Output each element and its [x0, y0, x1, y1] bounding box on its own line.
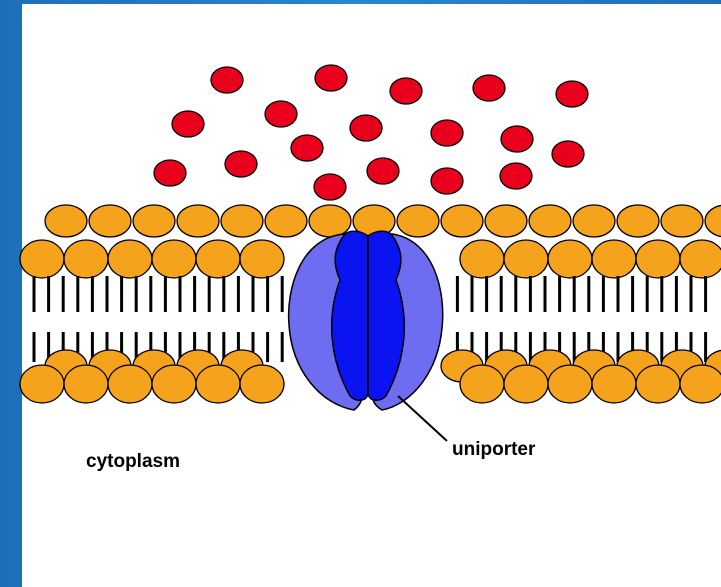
solute-molecules — [154, 65, 588, 200]
phospholipid-head — [177, 205, 219, 237]
phospholipid-head — [661, 205, 703, 237]
phospholipid-head — [108, 365, 152, 403]
phospholipid-head — [20, 240, 64, 278]
uniporter-pointer-line — [398, 396, 447, 441]
solute-molecule — [390, 78, 422, 104]
phospholipid-head — [240, 365, 284, 403]
solute-molecule — [431, 168, 463, 194]
phospholipid-head — [309, 205, 351, 237]
phospholipid-head — [108, 240, 152, 278]
solute-molecule — [291, 135, 323, 161]
solute-molecule — [265, 101, 297, 127]
phospholipid-head — [45, 205, 87, 237]
phospholipid-head — [460, 365, 504, 403]
phospholipid-head — [680, 365, 721, 403]
phospholipid-head — [89, 205, 131, 237]
phospholipid-head — [196, 365, 240, 403]
phospholipid-head — [705, 205, 721, 237]
solute-molecule — [367, 158, 399, 184]
solute-molecule — [556, 81, 588, 107]
phospholipid-head — [397, 205, 439, 237]
uniporter-protein — [289, 231, 443, 410]
phospholipid-head — [592, 240, 636, 278]
phospholipid-head — [680, 240, 721, 278]
phospholipid-head — [64, 240, 108, 278]
phospholipid-head — [548, 240, 592, 278]
solute-molecule — [225, 151, 257, 177]
phospholipid-head — [64, 365, 108, 403]
solute-molecule — [172, 111, 204, 137]
solute-molecule — [473, 75, 505, 101]
phospholipid-head — [240, 240, 284, 278]
uniporter-label: uniporter — [452, 439, 536, 460]
phospholipid-head — [548, 365, 592, 403]
solute-molecule — [154, 160, 186, 186]
solute-molecule — [552, 141, 584, 167]
phospholipid-head — [485, 205, 527, 237]
phospholipid-head — [529, 205, 571, 237]
phospholipid-head — [221, 205, 263, 237]
solute-molecule — [500, 163, 532, 189]
phospholipid-head — [592, 365, 636, 403]
phospholipid-head — [504, 240, 548, 278]
phospholipid-head — [573, 205, 615, 237]
solute-molecule — [211, 67, 243, 93]
phospholipid-head — [196, 240, 240, 278]
phospholipid-head — [133, 205, 175, 237]
cytoplasm-label: cytoplasm — [86, 451, 180, 472]
solute-molecule — [314, 174, 346, 200]
solute-molecule — [350, 115, 382, 141]
phospholipid-head — [504, 365, 548, 403]
solute-molecule — [431, 120, 463, 146]
phospholipid-head — [152, 240, 196, 278]
phospholipid-head — [265, 205, 307, 237]
phospholipid-head — [20, 365, 64, 403]
phospholipid-head — [152, 365, 196, 403]
phospholipid-head — [617, 205, 659, 237]
phospholipid-head — [636, 365, 680, 403]
phospholipid-head — [460, 240, 504, 278]
solute-molecule — [315, 65, 347, 91]
phospholipid-head — [441, 205, 483, 237]
phospholipid-head — [636, 240, 680, 278]
solute-molecule — [501, 126, 533, 152]
